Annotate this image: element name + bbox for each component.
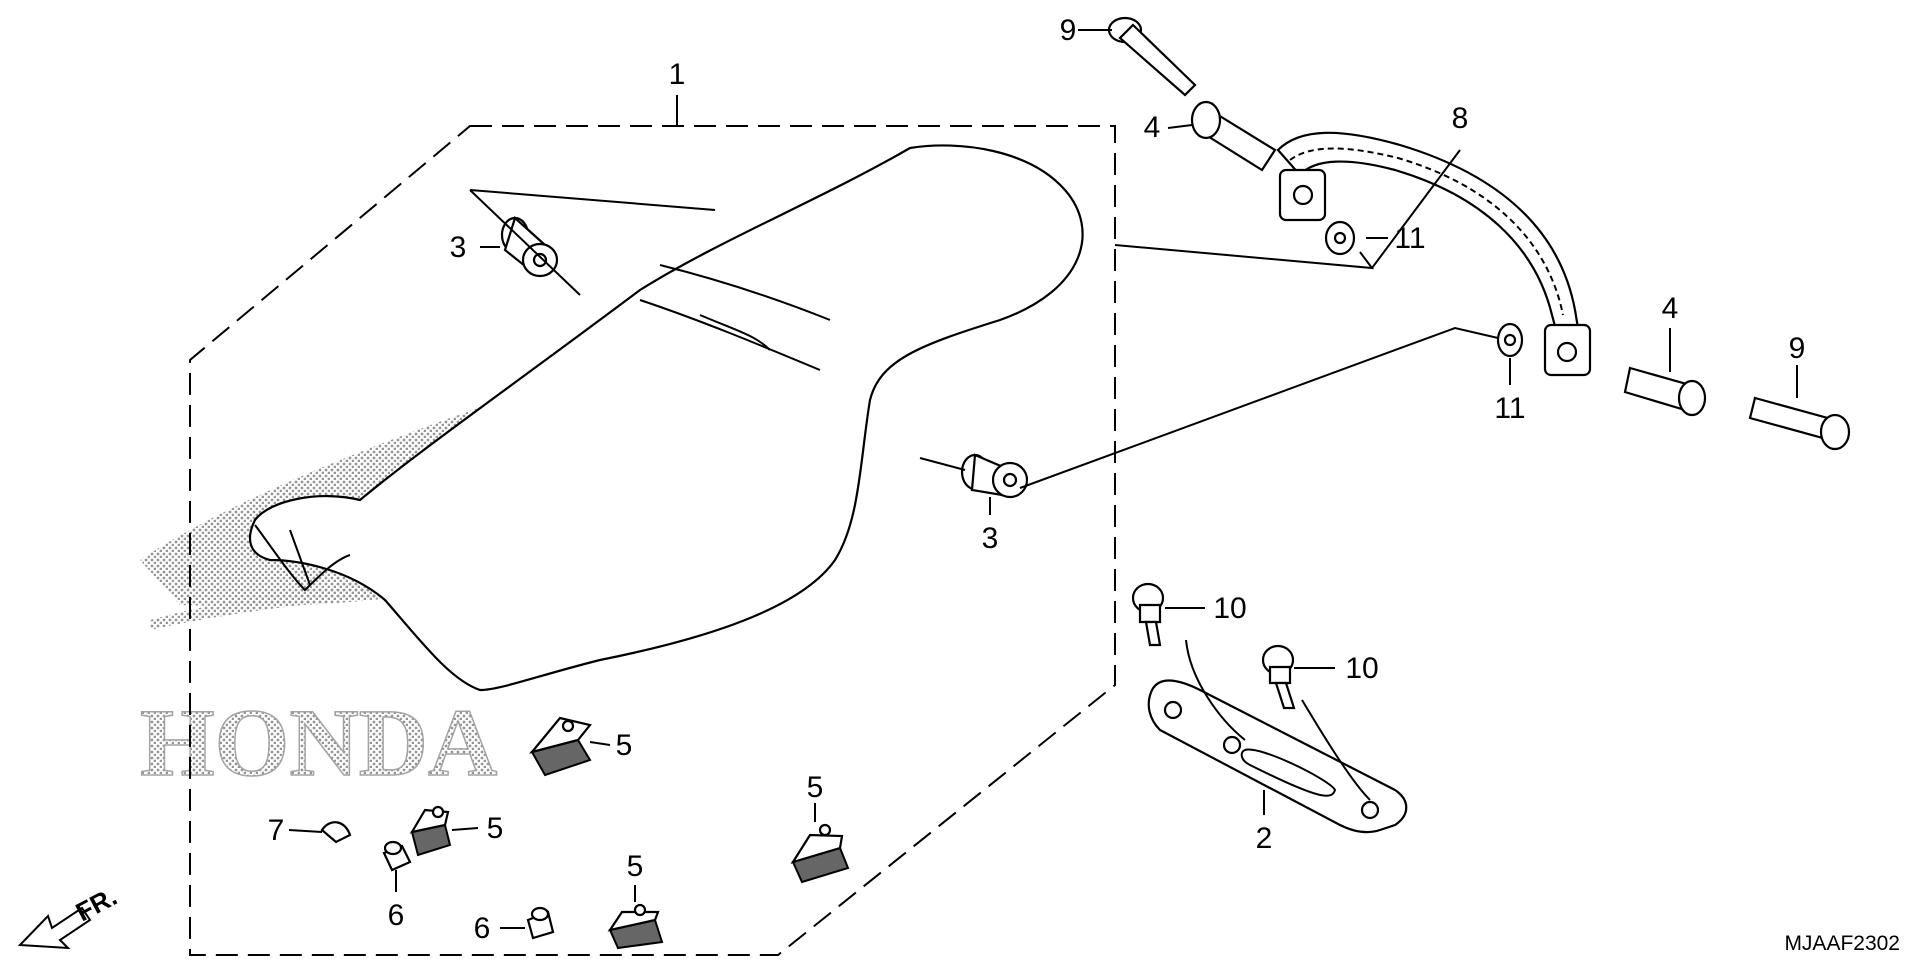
bolt-9-upper — [1107, 16, 1197, 97]
bolt-10-right — [1261, 644, 1296, 710]
honda-wordmark: HONDA — [140, 689, 497, 796]
washer-11-lower — [1496, 322, 1524, 358]
bolt-9-right — [1748, 396, 1851, 451]
callouts: 1 2 3 3 4 4 5 5 5 5 6 6 7 8 9 9 10 10 11… — [268, 14, 1806, 945]
rubber-6-a — [382, 840, 412, 872]
callout-9-upper: 9 — [1060, 14, 1077, 47]
grommet-3-lower — [960, 453, 1029, 499]
rubber-6-b — [526, 906, 555, 940]
callout-5-b: 5 — [487, 812, 504, 845]
cushion-5-b — [409, 805, 452, 857]
cushion-5-d — [607, 903, 664, 950]
grab-rail — [1276, 131, 1592, 377]
callout-10-left: 10 — [1213, 592, 1246, 625]
callout-8: 8 — [1452, 102, 1469, 135]
seat-bracket — [1147, 679, 1408, 834]
assembly-boundary — [189, 125, 1116, 956]
callout-3-upper: 3 — [450, 231, 467, 264]
cushion-5-c — [790, 823, 850, 884]
callout-4-right: 4 — [1662, 292, 1679, 325]
callout-11-upper: 11 — [1394, 222, 1425, 255]
callout-9-right: 9 — [1789, 332, 1806, 365]
front-direction-arrow: FR. — [17, 881, 122, 950]
callout-2: 2 — [1256, 822, 1273, 855]
callout-5-c: 5 — [807, 771, 824, 804]
callout-5-d: 5 — [627, 850, 644, 883]
seat — [248, 144, 1084, 692]
callout-10-right: 10 — [1345, 652, 1378, 685]
callout-5-a: 5 — [616, 729, 633, 762]
collar-4-upper — [1190, 100, 1277, 172]
callout-7: 7 — [268, 814, 285, 847]
bolt-10-left — [1131, 582, 1165, 647]
washer-11-upper — [1324, 220, 1356, 256]
cushion-5-a — [528, 716, 592, 777]
callout-4-upper: 4 — [1144, 111, 1161, 144]
clip-7 — [320, 821, 352, 844]
diagram-code: MJAAF2302 — [1784, 932, 1900, 955]
callout-11-lower: 11 — [1494, 392, 1525, 425]
leader-lines — [288, 29, 1798, 929]
collar-4-right — [1623, 366, 1707, 417]
callout-6-b: 6 — [474, 912, 491, 945]
callout-3-lower: 3 — [982, 522, 999, 555]
callout-1: 1 — [669, 58, 686, 91]
callout-6-a: 6 — [388, 899, 405, 932]
